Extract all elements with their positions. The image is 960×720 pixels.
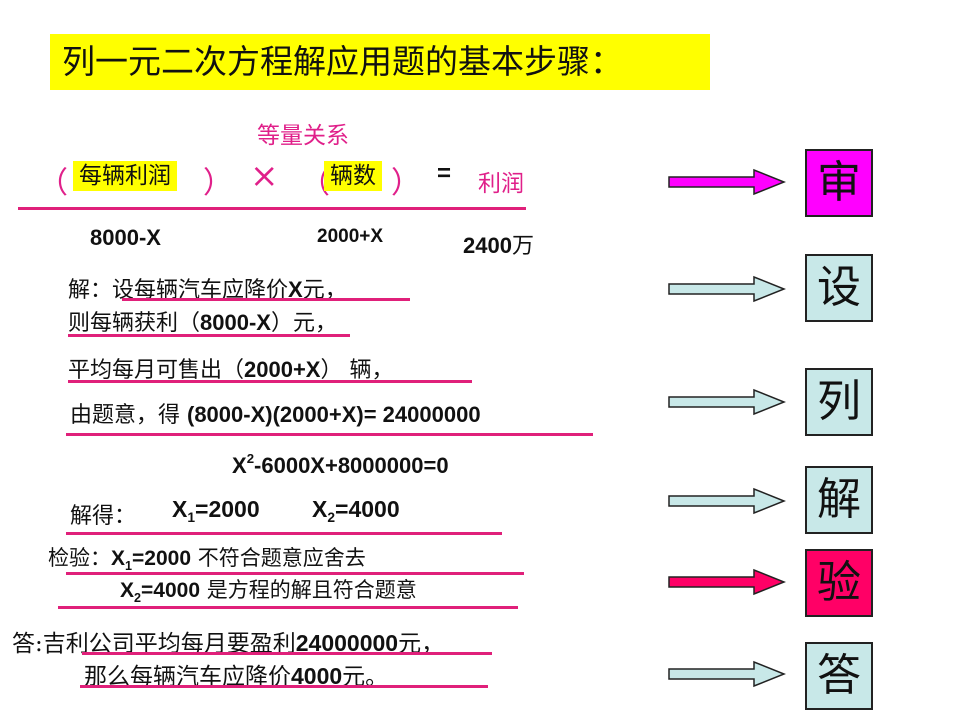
underline-5 bbox=[66, 532, 502, 535]
step-label-solve: 解 bbox=[817, 474, 861, 525]
equation: X2-6000X+8000000=0 bbox=[232, 451, 449, 479]
relation-label: 等量关系 bbox=[257, 123, 349, 149]
root-1-x: X bbox=[172, 496, 188, 522]
solution-line-4: 由题意，得 (8000-X)(2000+X)= 24000000 bbox=[70, 397, 481, 429]
step-label-answer: 答 bbox=[817, 650, 861, 701]
times-sign: × bbox=[250, 156, 279, 196]
term-car-count: 辆数 bbox=[324, 156, 382, 191]
check-1-sub: 1 bbox=[125, 559, 133, 573]
root-1: X1=2000 bbox=[172, 496, 260, 525]
answer-1-b: 24000000 bbox=[295, 630, 399, 656]
step-box-verify: 验 bbox=[805, 549, 873, 617]
solution-line-2-b: 8000-X bbox=[200, 310, 271, 335]
solution-line-2-c: ）元， bbox=[270, 311, 337, 336]
step-label-set: 设 bbox=[817, 262, 861, 313]
relation-underline bbox=[18, 207, 526, 210]
underline-3 bbox=[68, 380, 472, 383]
check-2-sub: 2 bbox=[134, 591, 142, 605]
solution-line-1-b: X bbox=[288, 277, 303, 302]
root-1-sub: 1 bbox=[187, 510, 196, 525]
solution-line-2: 则每辆获利（8000-X）元， bbox=[68, 305, 337, 337]
equation-power: 2 bbox=[246, 451, 255, 466]
close-paren-2: ） bbox=[391, 166, 421, 201]
root-2: X2=4000 bbox=[312, 496, 400, 525]
root-2-sub: 2 bbox=[327, 510, 336, 525]
step-box-solve: 解 bbox=[805, 466, 873, 534]
solution-line-3-a: 平均每月可售出（ bbox=[68, 358, 245, 383]
underline-4 bbox=[66, 433, 593, 436]
check-1-text: 不符合题意应舍去 bbox=[191, 546, 366, 570]
check-line-1: 检验：X1=2000 不符合题意应舍去 bbox=[48, 542, 366, 573]
check-1-value: =2000 bbox=[132, 547, 192, 570]
check-2-x: X bbox=[120, 579, 135, 602]
value-total-unit: 万 bbox=[511, 234, 534, 259]
step-box-set: 设 bbox=[805, 254, 873, 322]
check-line-2: X2=4000 是方程的解且符合题意 bbox=[120, 574, 417, 605]
term-profit-per-car-text: 每辆利润 bbox=[73, 161, 177, 191]
step-label-formulate: 列 bbox=[817, 376, 861, 427]
solution-line-3-c: ） 辆， bbox=[320, 358, 394, 383]
underline-7 bbox=[58, 606, 518, 609]
step-box-formulate: 列 bbox=[805, 368, 873, 436]
step-label-verify: 验 bbox=[817, 557, 861, 608]
check-2-text: 是方程的解且符合题意 bbox=[200, 578, 417, 602]
term-profit-per-car: 每辆利润 bbox=[73, 156, 177, 191]
arrow-right-icon bbox=[668, 275, 786, 303]
answer-2-b: 4000 bbox=[291, 663, 343, 689]
root-2-value: =4000 bbox=[335, 496, 400, 522]
open-paren-1: （ bbox=[38, 166, 68, 201]
step-box-review: 审 bbox=[805, 149, 873, 217]
arrow-right-icon bbox=[668, 168, 786, 196]
close-paren-1: ） bbox=[203, 166, 233, 201]
solution-line-2-a: 则每辆获利（ bbox=[68, 311, 201, 336]
arrow-right-icon bbox=[668, 388, 786, 416]
solution-line-3-b: 2000+X bbox=[244, 357, 321, 382]
value-count: 2000+X bbox=[317, 226, 384, 247]
value-total: 2400万 bbox=[463, 228, 534, 260]
underline-2 bbox=[68, 334, 350, 337]
solution-line-3: 平均每月可售出（2000+X） 辆， bbox=[68, 352, 393, 384]
step-box-answer: 答 bbox=[805, 642, 873, 710]
arrow-right-icon bbox=[668, 568, 786, 596]
step-label-review: 审 bbox=[817, 157, 861, 208]
solution-line-4-a: 由题意，得 bbox=[70, 403, 187, 428]
underline-6 bbox=[66, 572, 524, 575]
check-2-value: =4000 bbox=[141, 579, 201, 602]
underline-8 bbox=[82, 652, 492, 655]
root-2-x: X bbox=[312, 496, 328, 522]
check-1-x: X bbox=[111, 547, 126, 570]
value-total-num: 2400 bbox=[463, 233, 512, 258]
arrow-right-icon bbox=[668, 487, 786, 515]
relation-result: 利润 bbox=[478, 171, 524, 197]
underline-9 bbox=[80, 685, 488, 688]
equation-rest: -6000X+8000000=0 bbox=[254, 453, 449, 478]
arrow-right-icon bbox=[668, 660, 786, 688]
solve-label: 解得： bbox=[70, 504, 137, 529]
underline-1 bbox=[122, 298, 410, 301]
term-car-count-text: 辆数 bbox=[324, 161, 382, 191]
page-title: 列一元二次方程解应用题的基本步骤： bbox=[50, 34, 710, 90]
equals-sign: = bbox=[437, 160, 452, 187]
check-label: 检验： bbox=[48, 546, 111, 570]
value-profit: 8000-X bbox=[90, 225, 161, 250]
root-1-value: =2000 bbox=[195, 496, 260, 522]
equation-x: X bbox=[232, 453, 247, 478]
solution-line-4-b: (8000-X)(2000+X)= 24000000 bbox=[187, 402, 481, 427]
page-title-text: 列一元二次方程解应用题的基本步骤： bbox=[62, 42, 623, 81]
